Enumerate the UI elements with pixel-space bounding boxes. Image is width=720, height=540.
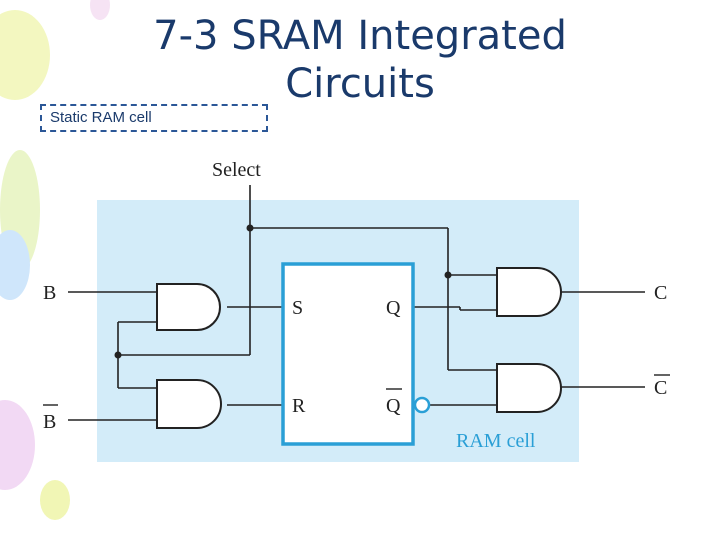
q-bar-label: Q [386, 395, 401, 417]
junction-dot [444, 271, 452, 279]
figure-caption: Static RAM cell [40, 104, 268, 132]
input-and-gate-reset [156, 379, 222, 429]
output-c-label: C [654, 282, 667, 304]
output-and-gate-c-bar [496, 363, 562, 413]
decorative-swirl [90, 0, 110, 20]
output-c-bar-label: C [654, 377, 667, 399]
input-b-bar-label: B [43, 411, 56, 433]
slide-title: 7-3 SRAM Integrated Circuits [153, 13, 567, 107]
junction-dot [114, 351, 122, 359]
sr-latch [281, 262, 415, 446]
output-and-gate-c [496, 267, 562, 317]
select-label: Select [212, 159, 261, 181]
decorative-swirl [40, 480, 70, 520]
set-label: S [292, 297, 303, 319]
input-b-label: B [43, 282, 56, 304]
junction-dot [246, 224, 254, 232]
inverting-bubble [413, 396, 431, 414]
q-label: Q [386, 297, 401, 319]
ram-cell-label: RAM cell [456, 430, 536, 452]
reset-label: R [292, 395, 306, 417]
input-and-gate-set [156, 283, 221, 331]
